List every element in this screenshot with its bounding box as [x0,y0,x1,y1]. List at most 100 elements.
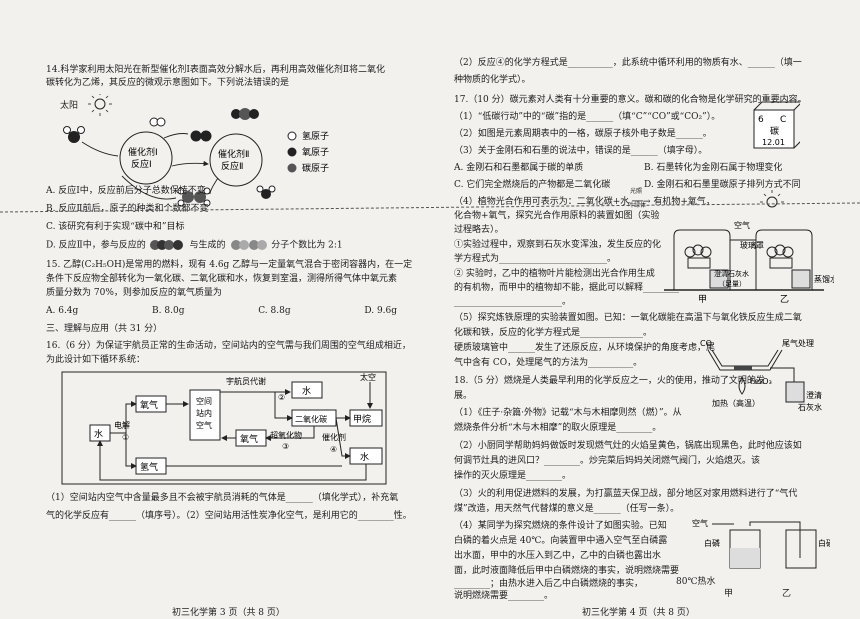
q16-line-2: 为此设计如下循环系统： [46,355,146,365]
q18-line-14: ________；由热水进入后乙中白磷燃烧的事实， [454,579,644,589]
q17-line-16: 气中含有 CO，处理尾气的方法为__________。 [454,358,643,368]
q17-option-b: B. 石墨转化为金刚石属于物理变化 [644,163,783,173]
q17-line-13: （5）探究炼铁原理的实验装置如图。已知：一氧化碳能在高温下与氧化铁反应生成二氧 [454,313,802,323]
svg-text:④: ④ [330,445,337,454]
reaction2-label: 反应Ⅱ [221,160,243,172]
left-footer: 初三化学第 3 页（共 8 页） [172,608,285,618]
q17-line-8: ①实验过程中，观察到石灰水变浑浊，发生反应的化 [454,240,662,250]
q14-option-c: C. 该研究有利于实现“碳中和”目标 [46,222,185,232]
q17-line-1: 17.（10 分）碳元素对人类有十分重要的意义。碳和碳的化合物是化学研究的重要内… [454,95,807,105]
svg-text:澄清石灰水: 澄清石灰水 [714,269,749,278]
r-line-1: （2）反应④的化学方程式是__________，此系统中循环利用的物质有水、__… [454,58,802,68]
q17-line-4: （3）关于金刚石和石墨的说法中，错误的是______（填字母）。 [454,146,708,156]
q17-line-11: 的有机物，而甲中的植物却不能，据此可以解释________ [454,283,680,293]
water-molecule [63,126,85,143]
q17-line-15: 硬质玻璃管中______发生了还原反应，从环境保护的角度考虑，尾 [454,343,716,353]
svg-text:乙: 乙 [780,294,789,305]
q14-micro-diagram: 太阳 催化剂Ⅰ 反应Ⅰ [60,94,329,207]
q14-line-2: 碳转化为乙烯，其反应的微观示意图如下。下列说法错误的是 [46,78,290,88]
svg-text:碳: 碳 [770,125,779,137]
co2-pair-icon [149,240,183,250]
periodic-table-cell: 6 C 碳 12.01 [753,101,800,149]
q15-line-1: 15. 乙醇(C₂H₅OH)是常用的燃料，现有 4.6g 乙醇与一定量氧气混合于… [46,260,413,270]
svg-text:（足量）: （足量） [718,280,746,288]
svg-text:②: ② [278,393,285,402]
svg-text:蒸馏水: 蒸馏水 [814,274,834,284]
q18-line-9: 煤”改造，用天然气代替煤的意义是______（任写一条）。 [454,504,680,514]
svg-text:超氧化物: 超氧化物 [270,430,302,440]
q17-line-14: 化碳和铁，反应的化学方程式是______________。 [454,328,653,338]
svg-text:二氧化碳: 二氧化碳 [295,414,327,424]
q17-line-10: ② 实验时，乙中的植物叶片能检测出光合作用生成 [454,269,655,279]
q17-option-c: C. 它们完全燃烧后的产物都是二氧化碳 [454,180,611,190]
q18-line-13: 面，此时液面降低后甲中白磷燃烧的事实，说明燃烧需要 [454,566,680,576]
svg-text:氧气: 氧气 [240,433,258,445]
atom-legend: 氢原子 氧原子 碳原子 [287,130,329,174]
q14-option-a: A. 反应Ⅰ中，反应前后分子总数保持不变 [46,186,206,196]
q18-line-8: （3）火的利用促进燃料的发展，为打赢蓝天保卫战，部分地区对家用燃料进行了“气代 [454,489,798,499]
svg-text:③: ③ [282,442,289,451]
q14-option-d: D. 反应Ⅱ中，参与反应的 与生成的 分子个数比为 2:1 [46,240,343,251]
ethylene-molecule [177,187,211,207]
svg-text:澄清: 澄清 [806,390,822,400]
q17-line-12: ________________________。 [454,297,572,307]
reaction1-label: 反应Ⅰ [131,158,152,170]
svg-text:白磷: 白磷 [704,538,720,548]
q14-option-b: B. 反应Ⅱ前后，原子的种类和个数都不变 [46,204,209,214]
svg-text:玻璃罩: 玻璃罩 [740,240,764,250]
hydrogen-box-label: 氢气 [140,461,158,473]
left-page: 14.科学家利用太阳光在新型催化剂Ⅰ表面高效分解水后，再利用高效催化剂Ⅱ将二氧化… [46,40,434,618]
right-page: （2）反应④的化学方程式是__________，此系统中循环利用的物质有水、__… [454,40,834,618]
space-label: 太空 [360,372,376,382]
plant-icon-2 [766,244,794,269]
oxygen-box-label: 氧气 [140,399,158,411]
q17-line-3: （2）如图是元素周期表中的一格，碳原子核外电子数是______。 [454,129,712,139]
q17-option-d: D. 金刚石和石墨里碳原子排列方式不同 [644,180,801,190]
svg-text:CO: CO [700,339,712,348]
plant-icon-1 [684,244,712,269]
r-line-2: 种物质的化学式）。 [454,75,531,85]
q16-cycle-diagram: 太空 水 电解 ① 氧气 氢气 空间 站内 空气 宇航员代谢 水 二氧化碳 [61,371,387,485]
q17-chlorophyll-label: 叶绿体 [628,202,647,209]
catalyst2-label: 催化剂Ⅱ [218,148,249,160]
svg-text:氧原子: 氧原子 [302,146,329,158]
q17-line-5: （4）植物光合作用可表示为：二氧化碳+水 ──→ 有机物+氧气， [454,197,715,207]
water-box-label: 水 [94,428,103,440]
svg-text:甲烷: 甲烷 [353,413,371,425]
svg-text:白磷: 白磷 [818,538,830,548]
svg-text:空气: 空气 [734,220,750,230]
q17-line-2: （1）“低碳行动”中的“碳”指的是______（填“C”“CO”或“CO₂”）。 [454,112,721,122]
electrolysis-label: 电解 [114,420,130,430]
co2-molecule [231,108,259,120]
svg-text:空间: 空间 [196,396,212,406]
svg-text:空气: 空气 [196,420,212,430]
hot-water-label: 80℃热水 [676,577,716,587]
q18-line-12: 出水面，甲中的水压入到乙中，乙中的白磷也露出水 [454,551,662,561]
svg-text:水: 水 [302,385,311,397]
photosynthesis-apparatus: 空气 玻璃罩 澄清石灰水 （足量） 蒸馏水 甲 乙 [664,190,834,305]
sun-icon-2 [760,190,784,208]
svg-text:C: C [780,115,786,125]
ethylene-icon [231,240,268,250]
o2-molecule [190,130,212,142]
q17-line-6: 化合物+氧气，探究光合作用原料的装置如图（实验 [454,211,660,221]
sun-icon [88,94,112,116]
sun-label: 太阳 [60,99,78,111]
q17-line-9: 学方程式为________________________。 [454,254,617,264]
svg-text:加热（高温）: 加热（高温） [712,398,760,408]
svg-text:Fe₂O₃: Fe₂O₃ [750,377,772,386]
q16-answer-line-2: 气的化学反应有______（填序号）。（2）空间站用活性炭净化空气，是利用它的_… [46,511,412,521]
water-out-molecule [256,185,276,199]
svg-text:水: 水 [360,451,369,463]
svg-text:石灰水: 石灰水 [798,402,822,412]
svg-text:站内: 站内 [196,408,212,418]
q18-line-5: （2）小厨同学帮助妈妈做饭时发现燃气灶的火焰呈黄色，锅底出现黑色，此时他应该如 [454,441,802,451]
q18-line-7: 操作的灭火原理是________。 [454,471,572,481]
svg-text:12.01: 12.01 [762,138,785,147]
q16-answer-line-1: （1）空间站内空气中含量最多且不会被宇航员消耗的气体是______（填化学式），… [46,493,399,503]
q18-line-11: 白磷的着火点是 40℃。向装置甲中通入空气至白磷露 [454,536,668,546]
q18-line-6: 何调节灶具的进风口？________。炒完菜后妈妈关闭燃气阀门，火焰熄灭。该 [454,456,761,466]
iron-smelting-apparatus: CO 尾气处理 Fe₂O₃ 加热（高温） 澄清 石灰水 [700,338,822,412]
section-title: 三、理解与应用（共 31 分） [46,324,163,334]
h2-molecule [149,117,166,127]
